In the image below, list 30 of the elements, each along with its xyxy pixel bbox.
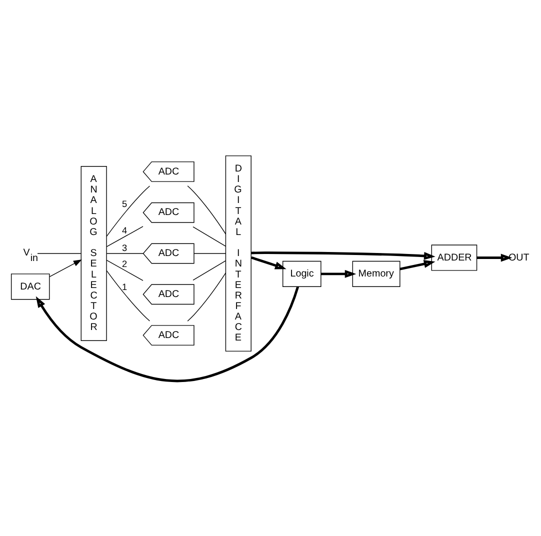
connector: [192, 226, 226, 246]
connector: [106, 270, 150, 321]
connector: [106, 185, 150, 236]
connector: [192, 260, 226, 280]
connector: [106, 259, 144, 280]
node-box: ANALOG SELECTOR: [80, 166, 107, 340]
edge-label: 2: [122, 258, 128, 269]
arrow: [400, 260, 436, 270]
connector: [187, 185, 226, 234]
arrow: [251, 256, 286, 269]
edge-label: 5: [122, 198, 128, 209]
node-box: Logic: [282, 260, 322, 286]
arrow: [321, 269, 356, 278]
arrow: [476, 253, 512, 262]
edge-label: 3: [122, 242, 128, 252]
node-box: ADDER: [431, 244, 478, 270]
edge-label: 1: [122, 281, 128, 292]
connector: [106, 252, 144, 254]
connector: [194, 252, 226, 254]
arrow: [251, 251, 436, 260]
connector: [37, 252, 82, 254]
arrow: [49, 258, 82, 277]
node-box: DAC: [10, 273, 50, 300]
connector: [187, 272, 226, 321]
arrow: [36, 286, 300, 382]
node-box: Memory: [352, 260, 400, 286]
node-text: OUT: [508, 252, 530, 263]
connector: [106, 226, 144, 247]
node-box: DIGITAL INTERFACE: [225, 154, 252, 352]
edge-label: 4: [122, 224, 128, 235]
